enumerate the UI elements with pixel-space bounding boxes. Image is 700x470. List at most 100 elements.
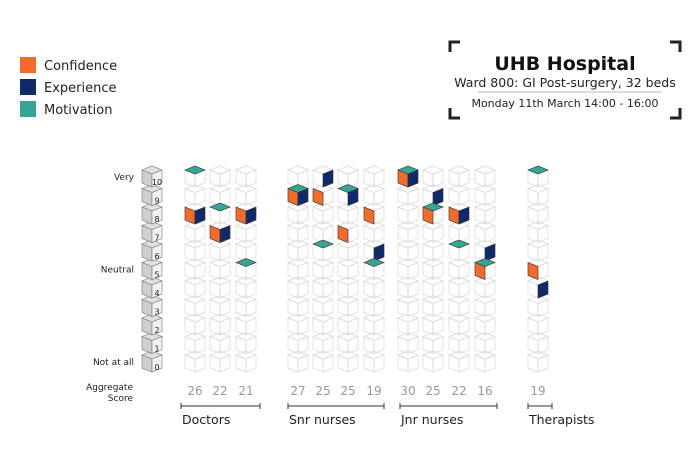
grid-cube-face <box>537 317 549 336</box>
grid-cube-face <box>322 298 334 318</box>
grid-cube-face <box>458 298 470 318</box>
grid-cube-face <box>422 298 434 318</box>
grid-cube-face <box>194 354 206 373</box>
grid-cube-face <box>407 298 419 318</box>
grid-cube-face <box>373 224 385 244</box>
grid-cube-face <box>448 187 460 207</box>
grid-cube-face <box>219 243 231 262</box>
aggregate-score: 25 <box>315 384 330 398</box>
grid-cube-face <box>537 206 549 225</box>
confidence-mark <box>448 206 460 225</box>
experience-mark <box>194 206 206 225</box>
grid-cube-face <box>432 298 444 318</box>
grid-cube-face <box>219 354 231 373</box>
group-label-therapists: Therapists <box>528 412 594 427</box>
grid-cube-face <box>322 206 334 225</box>
grid-cube-face <box>219 187 231 207</box>
grid-cube-face <box>297 298 309 318</box>
grid-cube-face <box>458 317 470 336</box>
header-date: Monday 11th March 14:00 - 16:00 <box>471 97 658 110</box>
legend-label-motivation: Motivation <box>44 103 112 118</box>
grid-cube-face <box>194 261 206 281</box>
axis-cube-right <box>151 336 163 354</box>
grid-cube-face <box>537 243 549 262</box>
grid-cube-face <box>337 261 349 281</box>
grid-cube-face <box>397 261 409 281</box>
grid-cube-face <box>363 280 375 299</box>
experience-mark <box>322 169 334 188</box>
grid-cube-face <box>432 335 444 355</box>
grid-cube-face <box>337 169 349 188</box>
grid-cube-face <box>184 280 196 299</box>
experience-mark <box>219 225 231 243</box>
grid-cube-face <box>287 165 309 175</box>
grid-cube-face <box>474 206 486 225</box>
aggregate-score: 27 <box>290 384 305 398</box>
grid-cube-face <box>474 354 486 373</box>
motivation-mark <box>397 165 419 175</box>
confidence-mark <box>337 225 349 243</box>
grid-cube-face <box>194 298 206 318</box>
grid-cube-face <box>432 243 444 262</box>
grid-cube-face <box>184 298 196 318</box>
grid-cube-face <box>458 280 470 299</box>
grid-cube-face <box>194 224 206 244</box>
grid-cube-face <box>397 354 409 373</box>
grid-cube-face <box>397 206 409 225</box>
grid-cube-face <box>363 354 375 373</box>
grid-cube-face <box>337 165 359 175</box>
legend-swatch-motivation <box>20 101 36 117</box>
axis-cube-right <box>151 206 163 225</box>
grid-cube-face <box>407 354 419 373</box>
aggregate-score: 22 <box>451 384 466 398</box>
confidence-mark <box>209 225 221 243</box>
grid-cube-face <box>235 165 257 175</box>
grid-cube-face <box>448 335 460 355</box>
y-label-very: Very <box>114 173 135 183</box>
grid-cube-face <box>322 317 334 336</box>
grid-cube-face <box>337 354 349 373</box>
grid-cube-face <box>312 335 324 355</box>
grid-cube-face <box>422 261 434 281</box>
confidence-mark <box>527 262 539 280</box>
grid-cube-face <box>322 261 334 281</box>
grid-cube-face <box>373 187 385 207</box>
grid-cube-face <box>407 187 419 207</box>
grid-cube-face <box>527 243 539 262</box>
grid-cube-face <box>363 335 375 355</box>
grid-cube-face <box>397 224 409 244</box>
grid-cube-face <box>537 335 549 355</box>
grid-cube-face <box>347 243 359 262</box>
y-tick-label: 4 <box>154 289 159 298</box>
grid-cube-face <box>337 206 349 225</box>
grid-cube-face <box>527 187 539 207</box>
grid-cube-face <box>219 280 231 299</box>
axis-cube-right <box>151 280 163 299</box>
grid-cube-face <box>297 261 309 281</box>
aggregate-score: 22 <box>212 384 227 398</box>
grid-cube-face <box>184 354 196 373</box>
grid-cube-face <box>397 317 409 336</box>
grid-cube-face <box>422 224 434 244</box>
grid-cube-face <box>219 298 231 318</box>
y-tick-label: 0 <box>154 363 159 372</box>
motivation-mark <box>363 258 385 267</box>
grid-cube-face <box>484 335 496 355</box>
grid-cube-face <box>484 187 496 207</box>
grid-cube-face <box>458 224 470 244</box>
grid-cube-face <box>484 317 496 336</box>
grid-cube-face <box>297 243 309 262</box>
y-label-neutral: Neutral <box>101 266 134 276</box>
grid-cube-face <box>235 298 247 318</box>
grid-cube-face <box>347 317 359 336</box>
group-label-snr-nurses: Snr nurses <box>289 412 356 427</box>
header-title: UHB Hospital <box>494 53 635 75</box>
grid-cube-face <box>322 354 334 373</box>
grid-cube-face <box>407 261 419 281</box>
grid-cube-face <box>312 206 324 225</box>
grid-cube-face <box>347 206 359 225</box>
aggregate-score: 25 <box>340 384 355 398</box>
grid-cube-face <box>322 335 334 355</box>
